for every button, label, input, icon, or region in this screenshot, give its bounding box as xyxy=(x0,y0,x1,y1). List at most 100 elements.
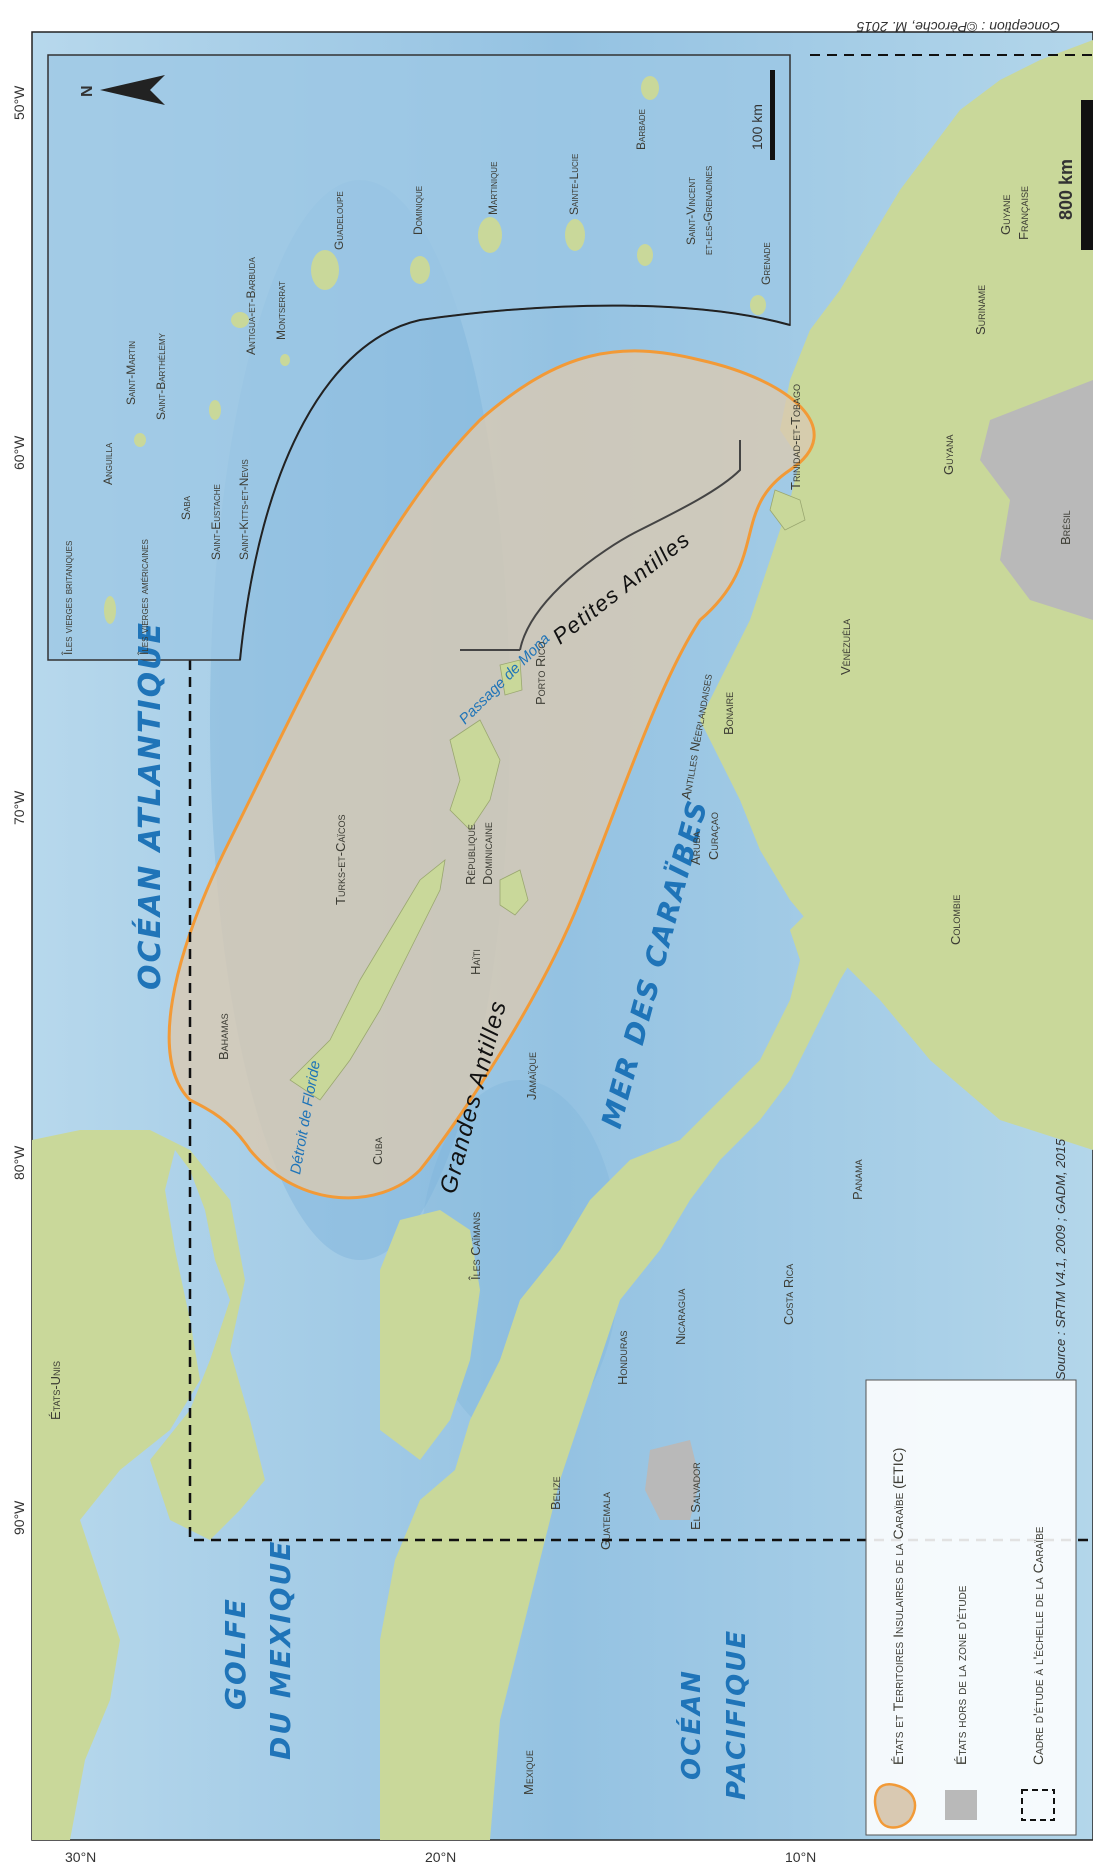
label-guyana: Guyana xyxy=(941,435,956,475)
inset-scale: 100 km xyxy=(749,70,775,160)
label-mexique: Mexique xyxy=(521,1750,536,1795)
inset-label-montserrat: Montserrat xyxy=(274,281,288,340)
label-haiti: Haïti xyxy=(468,949,483,975)
island-trinidad xyxy=(769,489,806,531)
inset-label-saba: Saba xyxy=(179,495,193,520)
label-guyane-2: Française xyxy=(1016,186,1031,240)
inset-island-martinique xyxy=(478,217,502,253)
inset-island-antigua xyxy=(231,312,249,328)
inset-island-iv xyxy=(104,596,116,624)
label-honduras: Honduras xyxy=(615,1331,630,1385)
lat-10: 10°N xyxy=(785,1849,816,1865)
inset-label-saint-eustache: Saint-Eustache xyxy=(209,484,223,560)
legend-etic-label: États et Territoires Insulaires de la Ca… xyxy=(890,1448,906,1765)
hors-zone-salvador xyxy=(645,1440,700,1520)
land-south-america xyxy=(700,40,1093,1150)
island-jamaique xyxy=(499,869,529,916)
label-belize: Belize xyxy=(548,1476,563,1510)
label-porto-rico: Porto Rico xyxy=(533,642,548,705)
legend-cadre-swatch xyxy=(1021,1789,1055,1821)
label-pacifique-1: OCÉAN xyxy=(675,1669,707,1780)
source: Source : SRTM V4.1, 2009 ; GADM, 2015 xyxy=(1053,1138,1068,1380)
legend-hors-label: États hors de la zone d'étude xyxy=(953,1585,969,1765)
island-hispaniola xyxy=(449,719,501,831)
lon-70: 70°W xyxy=(11,790,27,825)
inset-island-saint-vincent xyxy=(637,244,653,266)
land-yucatan xyxy=(380,1210,480,1460)
inset-label-grenade: Grenade xyxy=(759,242,773,285)
north-label: N xyxy=(79,85,96,97)
lon-90: 90°W xyxy=(11,1500,27,1535)
inset-label-saint-vincent-2: et-les-Grenadines xyxy=(701,166,715,255)
label-bresil: Brésil xyxy=(1058,510,1073,545)
label-turks: Turks-et-Caïcos xyxy=(333,815,348,906)
inset-island-guadeloupe xyxy=(311,250,339,290)
main-scale: 800 km xyxy=(1056,100,1093,250)
label-salvador: El Salvador xyxy=(688,1462,703,1530)
inset-label-martinique: Martinique xyxy=(486,162,500,215)
legend-etic-swatch xyxy=(873,1783,917,1829)
label-aruba: Aruba xyxy=(688,831,703,865)
label-nicaragua: Nicaragua xyxy=(673,1289,688,1345)
inset-island-st-kitts xyxy=(209,400,221,420)
label-curacao: Curaçao xyxy=(706,812,721,860)
legend-cadre-label: Cadre d'étude à l'échelle de la Caraïbe xyxy=(1030,1526,1046,1765)
inset-label-iv-brit: Îles vierges britaniques xyxy=(60,541,75,656)
inset-scale-label: 100 km xyxy=(749,104,765,150)
inset-label-saint-martin: Saint-Martin xyxy=(124,341,138,405)
label-rep-1: République xyxy=(463,824,478,885)
inset-label-barbade: Barbade xyxy=(634,109,648,150)
label-trinidad: Trinidad-et-Tobago xyxy=(788,384,803,490)
lon-60: 60°W xyxy=(11,435,27,470)
label-rep-2: Dominicaine xyxy=(480,822,495,885)
label-golfe-2: DU MEXIQUE xyxy=(264,1540,297,1760)
lon-80: 80°W xyxy=(11,1145,27,1180)
lat-30: 30°N xyxy=(65,1849,96,1865)
label-golfe-1: GOLFE xyxy=(219,1597,252,1710)
label-colombie: Colombie xyxy=(948,895,963,945)
inset-label-sainte-lucie: Sainte-Lucie xyxy=(567,154,581,215)
label-caimans: Îles Caïmans xyxy=(468,1212,483,1281)
inset-label-dominique: Dominique xyxy=(411,186,425,235)
inset-label-saint-vincent-1: Saint-Vincent xyxy=(684,177,698,245)
inset-label-iv-amer: Îles vierges américaines xyxy=(136,539,151,656)
north-arrow: N xyxy=(79,75,165,105)
label-bahamas: Bahamas xyxy=(216,1013,231,1060)
island-cuba xyxy=(289,859,446,1101)
study-frame xyxy=(188,660,1093,1542)
label-panama: Panama xyxy=(850,1159,865,1200)
inset-label-antigua: Antigua-et-Barbuda xyxy=(244,257,258,355)
inset-island-montserrat xyxy=(280,354,290,366)
label-venezuela: Vénézuéla xyxy=(838,619,853,675)
land-central-america xyxy=(380,870,870,1840)
credit: Conception : ©Pèroche, M. 2015 xyxy=(856,19,1060,35)
inset-island-barbade xyxy=(641,76,659,100)
hors-zone-bresil xyxy=(980,380,1093,620)
label-guyane-1: Guyane xyxy=(998,195,1013,235)
main-scale-label: 800 km xyxy=(1056,159,1076,220)
label-ocean-atlantique: OCÉAN ATLANTIQUE xyxy=(132,621,168,990)
inset-island-dominique xyxy=(410,256,430,284)
inset-island-grenade xyxy=(750,295,766,315)
legend: États et Territoires Insulaires de la Ca… xyxy=(865,1379,1077,1836)
label-pacifique-2: PACIFIQUE xyxy=(722,1629,752,1800)
label-cuba: Cuba xyxy=(370,1137,385,1165)
inset-label-guadeloupe: Guadeloupe xyxy=(332,191,346,250)
island-porto-rico xyxy=(499,659,523,696)
label-etats-unis: États-Unis xyxy=(48,1361,63,1420)
inset-label-saint-barth: Saint-Barthélemy xyxy=(154,332,168,420)
land-north-america xyxy=(32,1130,265,1840)
label-jamaique: Jamaïque xyxy=(524,1052,539,1100)
label-costa-rica: Costa Rica xyxy=(781,1264,796,1325)
lat-20: 20°N xyxy=(425,1849,456,1865)
label-guatemala: Guatemala xyxy=(598,1492,613,1550)
label-bonaire: Bonaire xyxy=(721,692,736,735)
legend-box xyxy=(865,1379,1077,1836)
label-suriname: Suriname xyxy=(973,285,988,335)
inset-island-sainte-lucie xyxy=(565,219,585,251)
inset-island-saint-martin xyxy=(134,433,146,447)
legend-hors-swatch xyxy=(945,1790,977,1820)
inset-label-saint-kitts: Saint-Kitts-et-Nevis xyxy=(237,459,251,560)
